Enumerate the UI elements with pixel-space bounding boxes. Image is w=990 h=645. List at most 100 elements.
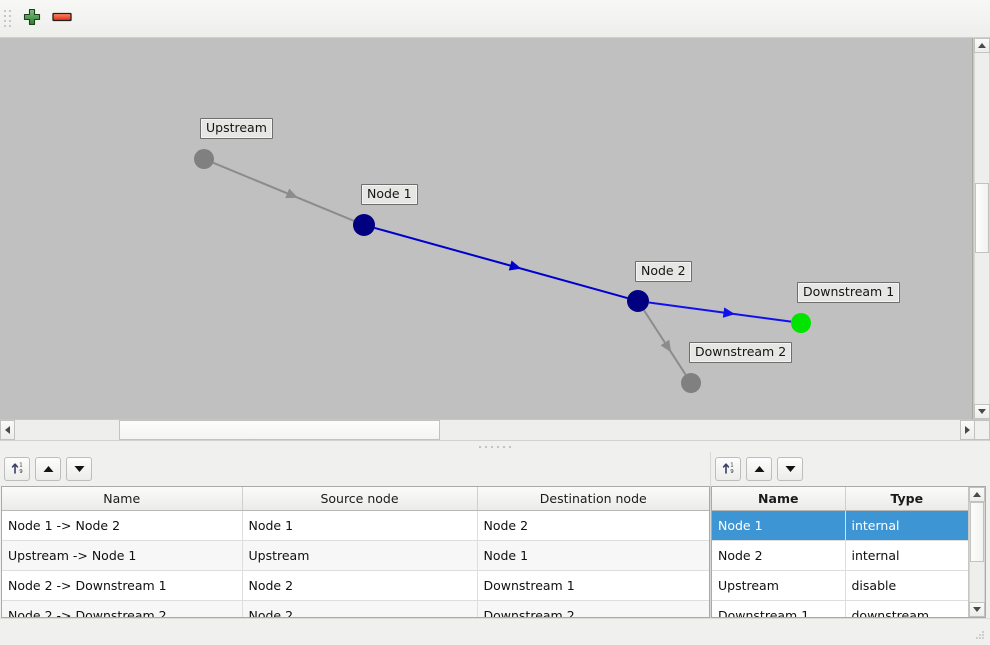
graph-edge-arrowhead xyxy=(660,339,672,353)
nodes-vertical-scrollbar[interactable] xyxy=(968,487,985,617)
graph-vertical-scrollbar[interactable] xyxy=(973,38,990,419)
graph-node-label[interactable]: Downstream 1 xyxy=(797,282,901,303)
triangle-up-icon xyxy=(978,43,986,48)
vertical-scroll-track[interactable] xyxy=(974,53,990,404)
graph-edge-arrowhead xyxy=(285,188,298,199)
edge-name: Upstream -> Node 1 xyxy=(2,540,243,571)
edge-destination-node: Node 1 xyxy=(477,540,709,571)
edge-destination-node: Downstream 2 xyxy=(477,600,709,617)
edges-sort-button[interactable]: 1 9 xyxy=(4,457,30,481)
sort-ascending-icon: 1 9 xyxy=(10,460,25,478)
nodes-column-type[interactable]: Type xyxy=(845,487,968,511)
graph-edge[interactable] xyxy=(374,226,628,300)
node-type: disable xyxy=(845,570,968,601)
graph-edge-arrowhead xyxy=(508,260,522,271)
nodes-move-up-button[interactable] xyxy=(746,457,772,481)
node-name: Upstream xyxy=(712,570,846,601)
vertical-scroll-thumb[interactable] xyxy=(975,182,989,254)
graph-node-label[interactable]: Node 2 xyxy=(635,261,692,282)
scroll-down-button[interactable] xyxy=(974,404,990,419)
svg-text:9: 9 xyxy=(730,469,734,475)
svg-text:1: 1 xyxy=(730,463,733,469)
nodes-sort-button[interactable]: 1 9 xyxy=(715,457,741,481)
triangle-down-icon xyxy=(784,462,797,477)
edges-table: Name Source node Destination node Node 1… xyxy=(2,487,709,617)
edges-move-down-button[interactable] xyxy=(66,457,92,481)
edges-column-name[interactable]: Name xyxy=(2,487,243,511)
node-type: internal xyxy=(845,540,968,571)
nodes-table-header-row: Name Type xyxy=(712,487,968,511)
remove-node-button[interactable] xyxy=(47,4,77,34)
edge-name: Node 1 -> Node 2 xyxy=(2,510,243,541)
toolbar-drag-handle[interactable] xyxy=(3,8,13,30)
node-name: Node 1 xyxy=(712,510,846,541)
svg-text:9: 9 xyxy=(19,469,23,475)
graph-edge[interactable] xyxy=(648,301,792,323)
scroll-corner xyxy=(975,420,990,440)
graph-node[interactable] xyxy=(353,214,375,236)
scroll-right-button[interactable] xyxy=(960,420,975,440)
bottom-panes: 1 9 xyxy=(0,452,990,618)
graph-node[interactable] xyxy=(627,290,649,312)
nodes-column-name[interactable]: Name xyxy=(712,487,846,511)
node-type: downstream xyxy=(845,600,968,617)
graph-node[interactable] xyxy=(194,149,214,169)
graph-node-label[interactable]: Upstream xyxy=(200,118,273,139)
scroll-left-button[interactable] xyxy=(0,420,15,440)
triangle-right-icon xyxy=(965,426,970,434)
edge-name: Node 2 -> Downstream 1 xyxy=(2,570,243,601)
node-name: Downstream 1 xyxy=(712,600,846,617)
edges-column-destination[interactable]: Destination node xyxy=(477,487,709,511)
edges-table-header-row: Name Source node Destination node xyxy=(2,487,709,511)
edges-move-up-button[interactable] xyxy=(35,457,61,481)
triangle-down-icon xyxy=(73,462,86,477)
add-node-button[interactable] xyxy=(17,4,47,34)
horizontal-scroll-track[interactable] xyxy=(15,420,960,440)
graph-edge[interactable] xyxy=(212,161,355,222)
resize-grip[interactable] xyxy=(976,631,988,643)
sort-ascending-icon: 1 9 xyxy=(721,460,736,478)
edge-destination-node: Downstream 1 xyxy=(477,570,709,601)
edge-source-node: Node 2 xyxy=(242,600,478,617)
edges-table-frame: Name Source node Destination node Node 1… xyxy=(1,486,710,618)
edge-name: Node 2 -> Downstream 2 xyxy=(2,600,243,617)
triangle-up-icon xyxy=(753,462,766,477)
edge-source-node: Node 2 xyxy=(242,570,478,601)
graph-edge[interactable] xyxy=(643,309,687,376)
scroll-up-button[interactable] xyxy=(974,38,990,53)
main-toolbar xyxy=(0,0,990,38)
horizontal-scroll-thumb[interactable] xyxy=(118,420,441,440)
nodes-toolbar: 1 9 xyxy=(711,452,990,486)
graph-horizontal-scrollbar[interactable] xyxy=(0,419,990,440)
graph-node-label[interactable]: Node 1 xyxy=(361,184,418,205)
nodes-scroll-down-button[interactable] xyxy=(969,602,985,617)
nodes-move-down-button[interactable] xyxy=(777,457,803,481)
plus-icon xyxy=(22,7,42,30)
graph-node[interactable] xyxy=(681,373,701,393)
nodes-scroll-track[interactable] xyxy=(969,502,985,602)
graph-node[interactable] xyxy=(791,313,811,333)
edges-column-source[interactable]: Source node xyxy=(242,487,478,511)
nodes-panel: 1 9 xyxy=(710,452,990,618)
edges-toolbar: 1 9 xyxy=(0,452,710,486)
nodes-scroll-thumb[interactable] xyxy=(970,502,984,562)
pane-splitter[interactable] xyxy=(0,440,990,452)
edge-destination-node: Node 2 xyxy=(477,510,709,541)
status-bar xyxy=(0,618,990,645)
edge-source-node: Node 1 xyxy=(242,510,478,541)
triangle-up-icon xyxy=(973,492,981,497)
graph-node-label[interactable]: Downstream 2 xyxy=(689,342,793,363)
nodes-scroll-up-button[interactable] xyxy=(969,487,985,502)
